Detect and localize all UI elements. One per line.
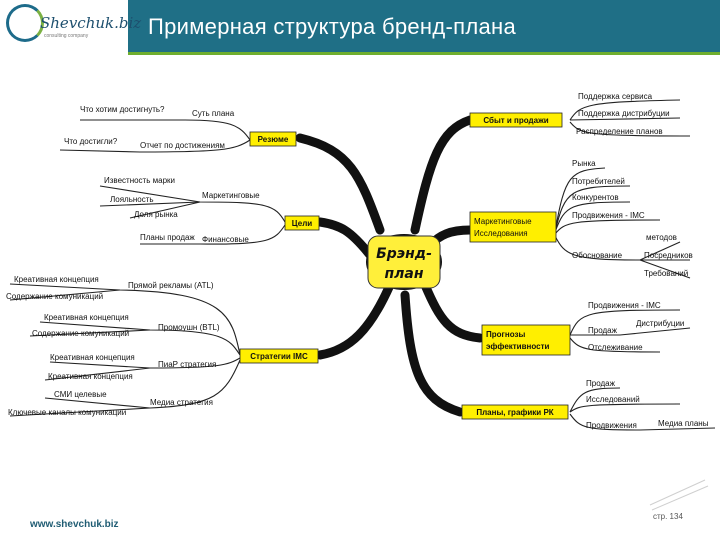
label-creative-1: Креативная концепция (14, 275, 99, 284)
logo-text: Shevchuk.biz (40, 14, 142, 32)
node-goals (284, 215, 320, 231)
label-what-want: Что хотим достигнуть? (80, 105, 165, 114)
sub-branches (9, 99, 716, 431)
label-service-support: Поддержка сервиса (578, 92, 653, 101)
logo-circle-icon (6, 4, 44, 42)
label-plans-promotion: Продвижения (586, 421, 637, 430)
node-plans-label: Планы, графики РК (476, 408, 553, 417)
label-tracking: Отслеживание (588, 343, 643, 352)
label-financial: Финансовые (202, 235, 249, 244)
node-research-label-2: Исследования (474, 229, 528, 238)
node-imc-label: Стратегии IMC (250, 352, 308, 361)
label-media-strategy: Медиа стратегия (150, 398, 213, 407)
label-distribution-support: Поддержка дистрибуции (578, 109, 670, 118)
label-sales-plans: Планы продаж (140, 233, 195, 242)
logo-subtitle: consulting company (44, 33, 89, 39)
label-content-2: Содержание комуникаций (32, 329, 129, 338)
header: Shevchuk.biz consulting company Примерна… (0, 0, 720, 55)
node-forecast-label-1: Прогнозы (486, 330, 525, 339)
title-bar (128, 0, 720, 52)
label-market: Рынка (572, 159, 596, 168)
label-creative-4: Креативная концепция (48, 372, 133, 381)
branch-sales (410, 115, 475, 235)
logo: Shevchuk.biz consulting company (0, 0, 141, 52)
branch-summary (295, 133, 385, 235)
label-methods: методов (646, 233, 677, 242)
page-number: стр. 134 (653, 512, 683, 521)
label-marketing: Маркетинговые (202, 191, 260, 200)
node-imc (239, 348, 319, 364)
label-consumers: Потребителей (572, 177, 625, 186)
header-accent-line (128, 52, 720, 55)
node-sales (469, 112, 563, 128)
label-justification: Обоснование (572, 251, 623, 260)
branch-imc (315, 280, 395, 360)
decorative-pen-icon (649, 479, 709, 511)
label-essence: Суть плана (192, 109, 235, 118)
label-forecast-promotion: Продвижения - IMC (588, 301, 661, 310)
branch-forecast (420, 280, 485, 343)
label-promotion-imc: Продвижения - IMC (572, 211, 645, 220)
label-competitors: Конкурентов (572, 193, 619, 202)
branch-plans (400, 290, 465, 417)
label-creative-2: Креативная концепция (44, 313, 129, 322)
center-node (367, 235, 441, 289)
label-atl: Прямой рекламы (ATL) (128, 281, 214, 290)
node-summary-label: Резюме (258, 135, 289, 144)
node-sales-label: Сбыт и продажи (483, 116, 548, 125)
label-creative-3: Креативная концепция (50, 353, 135, 362)
label-plans-research: Исследований (586, 395, 640, 404)
node-forecast (481, 324, 571, 356)
label-pr-strategy: ПиаР стратегия (158, 360, 216, 369)
node-plans (461, 404, 569, 420)
center-line-1: Брэнд- (376, 246, 432, 262)
footer-url[interactable]: www.shevchuk.biz (30, 519, 119, 530)
label-brand-awareness: Известность марки (104, 176, 175, 185)
node-forecast-label-2: эффективности (486, 342, 550, 351)
center-line-2: план (384, 266, 423, 282)
node-summary (249, 131, 297, 147)
label-forecast-sales: Продаж (588, 326, 618, 335)
label-loyalty: Лояльность (110, 195, 154, 204)
label-market-share: Доля рынка (134, 210, 178, 219)
label-plan-distribution: Распределение планов (576, 127, 663, 136)
node-research-label-1: Маркетинговые (474, 217, 532, 226)
label-plans-sales: Продаж (586, 379, 616, 388)
label-what-achieved: Что достигли? (64, 137, 118, 146)
label-btl: Промоушн (BTL) (158, 323, 220, 332)
branch-goals (315, 217, 375, 260)
page-title: Примерная структура бренд-плана (148, 14, 516, 39)
main-branches (295, 115, 485, 417)
label-media-plans: Медиа планы (658, 419, 709, 428)
label-target-media: СМИ целевые (54, 390, 107, 399)
label-achievements-report: Отчет по достижениям (140, 141, 225, 150)
label-distribution: Дистрибуции (636, 319, 684, 328)
node-research (469, 211, 557, 243)
node-goals-label: Цели (292, 219, 312, 228)
label-intermediaries: Посредников (644, 251, 693, 260)
label-requirements: Требований (644, 269, 688, 278)
label-key-channels: Ключевые каналы комуникации (8, 408, 126, 417)
label-content-1: Содержание комуникаций (6, 292, 103, 301)
